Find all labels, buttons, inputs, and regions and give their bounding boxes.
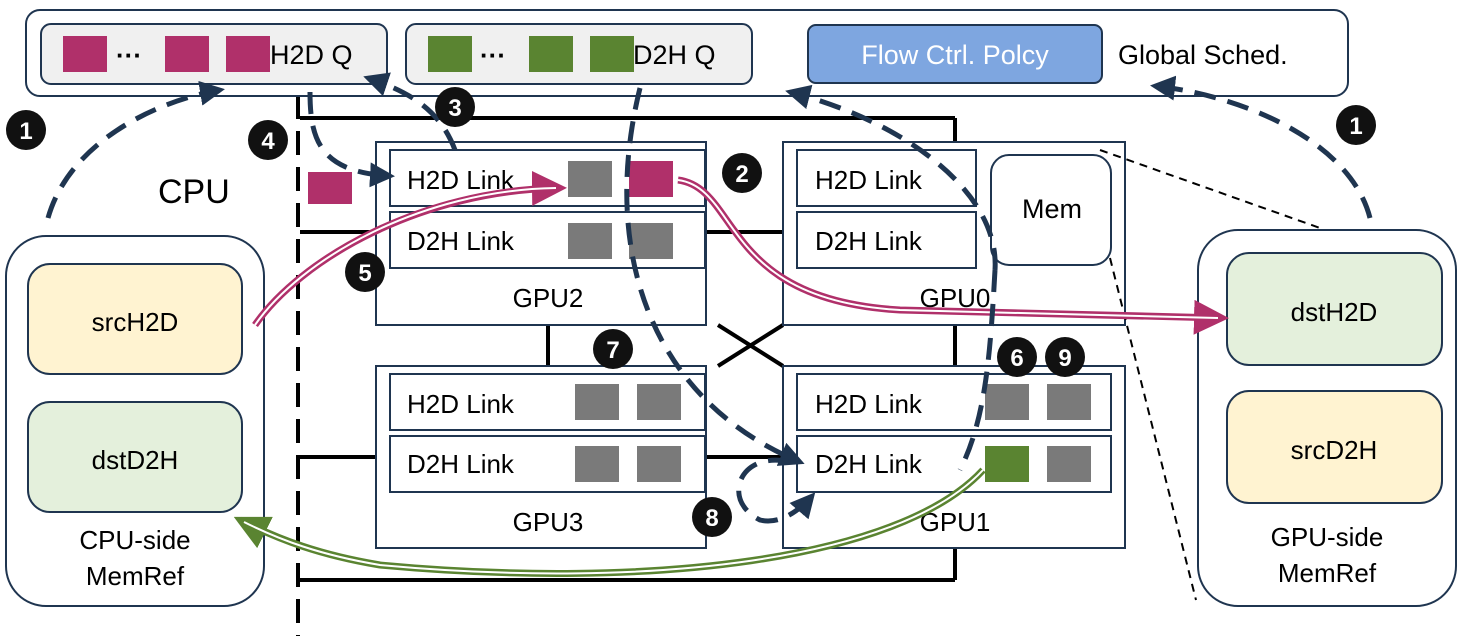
step-badge-5: 5 [345,252,385,292]
cpu-label: CPU [158,173,230,211]
global-sched-label: Global Sched. [1118,40,1288,70]
cpu-memref-label-line1: CPU-side [79,525,190,555]
gpu2-h2d-link[interactable]: H2D Link [389,149,706,207]
step-badge-6: 6 [997,337,1037,377]
step-badge-2: 2 [722,153,762,193]
queue-item-h2d [63,36,107,72]
link-slot [568,161,612,197]
gpu3-d2h-link-label: D2H Link [407,449,515,479]
interconnect [300,116,957,582]
gpu2: H2D Link D2H Link GPU2 [375,141,707,326]
svg-text:8: 8 [705,505,718,532]
step-badge-7: 7 [593,329,633,369]
src-d2h-buffer[interactable]: srcD2H [1226,390,1443,504]
svg-text:2: 2 [735,161,748,188]
h2d-packet-dispatched [308,172,352,204]
dst-d2h-label: dstD2H [92,445,179,475]
step-badge-8: 8 [692,497,732,537]
queue-item-h2d [165,36,209,72]
svg-text:1: 1 [1349,113,1362,140]
cpu-memref: srcH2D dstD2H CPU-side MemRef [5,235,265,607]
gpu0-h2d-link[interactable]: H2D Link [796,149,977,207]
gpu-memref-label-line2: MemRef [1278,558,1377,588]
svg-text:6: 6 [1010,345,1023,372]
dst-d2h-buffer[interactable]: dstD2H [27,401,243,513]
gpu3-label: GPU3 [513,507,584,537]
link-slot [637,446,681,482]
svg-text:4: 4 [261,128,275,155]
gpu1: H2D Link D2H Link GPU1 [782,365,1126,549]
step-badge-9: 9 [1045,337,1085,377]
gpu0-d2h-link[interactable]: D2H Link [796,211,977,269]
svg-text:1: 1 [19,118,32,145]
src-h2d-buffer[interactable]: srcH2D [27,263,243,375]
cpu-memref-label-line2: MemRef [86,561,185,591]
svg-text:9: 9 [1058,345,1071,372]
zoom-line [1099,149,1321,229]
link-slot [575,446,619,482]
link-slot [1047,446,1091,482]
queue-ellipsis: ··· [116,40,142,70]
gpu0-mem-label: Mem [1022,194,1082,224]
gpu0-h2d-link-label: H2D Link [815,165,923,195]
step-badge-1-cpu: 1 [6,110,46,150]
d2h-queue[interactable]: ··· D2H Q [405,23,753,85]
gpu2-d2h-link-label: D2H Link [407,226,515,256]
queue-item-d2h [428,36,472,72]
gpu-memref-label-line1: GPU-side [1271,522,1384,552]
gpu2-label: GPU2 [513,283,584,313]
gpu1-h2d-link-label: H2D Link [815,389,923,419]
step-badge-4: 4 [248,120,288,160]
global-scheduler: Global Sched. ··· H2D Q ··· D2H Q Flow C… [25,9,1349,97]
gpu3-h2d-link-label: H2D Link [407,389,515,419]
queue-ellipsis: ··· [480,40,506,70]
gpu0: H2D Link D2H Link Mem GPU0 [782,141,1126,326]
svg-text:5: 5 [358,260,371,287]
gpu-memref: dstH2D srcD2H GPU-side MemRef [1197,229,1457,607]
gpu0-d2h-link-label: D2H Link [815,226,923,256]
gpu3-d2h-link[interactable]: D2H Link [389,435,706,493]
svg-text:7: 7 [606,337,619,364]
link-slot-d2h-active [985,446,1029,482]
link-slot [575,384,619,420]
step-badge-1-gpu: 1 [1336,105,1376,145]
link-slot [637,384,681,420]
link-slot [985,384,1029,420]
svg-text:3: 3 [448,95,461,122]
gpu0-memory[interactable]: Mem [990,154,1112,266]
link-slot [629,223,673,259]
queue-item-d2h [590,36,634,72]
dst-h2d-buffer[interactable]: dstH2D [1226,252,1443,366]
link-slot [1047,384,1091,420]
gpu3: H2D Link D2H Link GPU3 [375,365,707,549]
step-badge-3: 3 [435,87,475,127]
src-d2h-label: srcD2H [1291,435,1378,465]
h2d-queue-label: H2D Q [270,40,353,70]
flow-control-policy-label: Flow Ctrl. Polcy [861,40,1049,70]
link-slot [568,223,612,259]
d2h-queue-label: D2H Q [633,40,716,70]
queue-item-d2h [529,36,573,72]
link-slot-h2d-active [629,161,673,197]
src-h2d-label: srcH2D [92,307,179,337]
h2d-queue[interactable]: ··· H2D Q [40,23,388,85]
gpu3-h2d-link[interactable]: H2D Link [389,373,706,431]
dst-h2d-label: dstH2D [1291,297,1378,327]
queue-item-h2d [226,36,270,72]
gpu2-d2h-link[interactable]: D2H Link [389,211,706,269]
gpu1-h2d-link[interactable]: H2D Link [796,373,1112,431]
gpu1-d2h-link-label: D2H Link [815,449,923,479]
flow-control-policy[interactable]: Flow Ctrl. Polcy [807,24,1103,84]
gpu1-d2h-link[interactable]: D2H Link [796,435,1112,493]
control-arrows [45,72,1373,524]
